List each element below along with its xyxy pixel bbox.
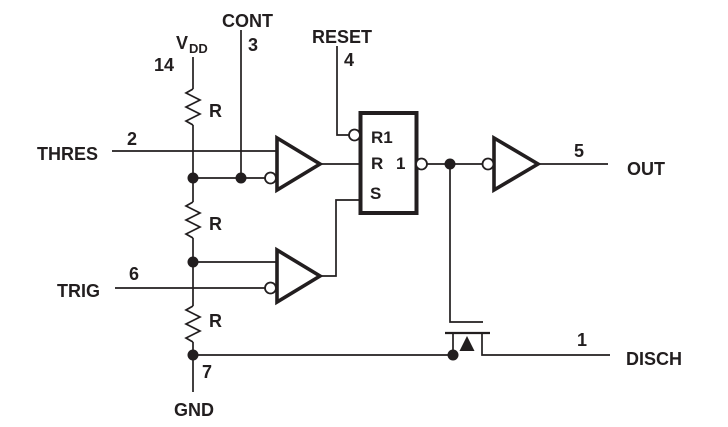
gnd-pin: 7 [202, 362, 212, 382]
output-buffer-icon [492, 134, 542, 194]
resistor-bottom-label: R [209, 311, 222, 331]
disch-label: DISCH [626, 349, 682, 369]
gate-wire [449, 164, 483, 323]
comp1-inverting-bubble-icon [264, 171, 277, 185]
vdd-label: V [176, 33, 188, 53]
sr-latch-box [358, 111, 419, 215]
junction-dot [447, 349, 459, 361]
comp2-inverting-bubble-icon [264, 281, 277, 295]
disch-pin: 1 [577, 330, 587, 350]
latch-output-bubble-icon [415, 157, 428, 171]
latch-s-label: S [370, 184, 381, 203]
vdd-pin: 14 [154, 55, 174, 75]
out-pin: 5 [574, 141, 584, 161]
latch-r1-label: R1 [371, 128, 393, 147]
junction-dot [187, 172, 199, 184]
thres-label: THRES [37, 144, 98, 164]
resistor-middle-symbol [184, 201, 202, 239]
latch-reset-bubble-icon [348, 128, 361, 142]
threshold-comparator-icon [275, 134, 324, 194]
cont-label: CONT [222, 11, 273, 31]
trig-label: TRIG [57, 281, 100, 301]
resistor-top-label: R [209, 101, 222, 121]
thres-pin: 2 [127, 129, 137, 149]
junction-dot [235, 172, 247, 184]
vdd-label-sub: DD [189, 41, 208, 56]
junction-dot [187, 349, 199, 361]
cont-pin: 3 [248, 35, 258, 55]
resistor-middle-label: R [209, 214, 222, 234]
reset-pin: 4 [344, 50, 354, 70]
buffer-input-bubble-icon [481, 157, 495, 171]
reset-label: RESET [312, 27, 372, 47]
out-label: OUT [627, 159, 665, 179]
resistor-top-symbol [184, 88, 202, 126]
trigger-comparator-icon [275, 246, 324, 306]
reset-wire [336, 46, 349, 136]
latch-output-label: 1 [396, 154, 405, 173]
junction-dot [444, 158, 456, 170]
trig-pin: 6 [129, 264, 139, 284]
comp2-output-wire [320, 199, 360, 277]
mosfet-body-arrow-icon [459, 336, 475, 351]
gnd-label: GND [174, 400, 214, 420]
latch-r-label: R [371, 154, 383, 173]
junction-dot [187, 256, 199, 268]
resistor-bottom-symbol [184, 305, 202, 343]
disch-wire [481, 333, 610, 356]
